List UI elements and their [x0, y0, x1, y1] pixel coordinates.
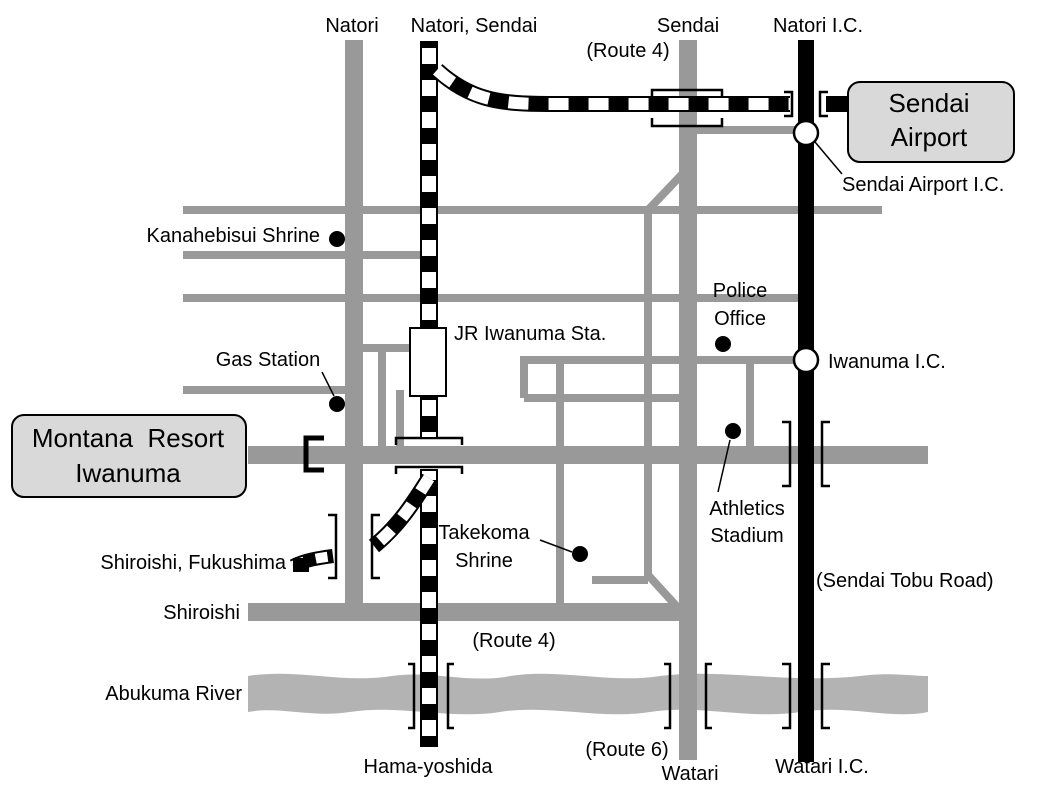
label-watari: Watari	[661, 763, 718, 785]
label-shiroishi-fukushima: Shiroishi, Fukushima	[100, 552, 287, 574]
jr-iwanuma-station-box	[409, 327, 447, 397]
label-police-2: Office	[714, 308, 766, 330]
takekoma-shrine-dot	[572, 546, 588, 562]
label-athletics-2: Stadium	[710, 525, 783, 547]
label-sendai-airport-ic: Sendai Airport I.C.	[842, 174, 1004, 196]
iwanuma-ic-marker	[792, 346, 820, 374]
police-office-dot	[715, 336, 731, 352]
label-natori-sendai: Natori, Sendai	[411, 15, 538, 37]
label-route6: (Route 6)	[585, 739, 668, 761]
label-natori: Natori	[325, 15, 378, 37]
sendai-airport-box: Sendai Airport	[847, 81, 1015, 163]
sendai-tobu-road	[798, 40, 814, 762]
montana-resort-label-1: Montana Resort	[32, 423, 225, 453]
sendai-airport-label-2: Airport	[891, 122, 968, 152]
montana-resort-box: Montana Resort Iwanuma	[11, 414, 247, 498]
montana-entry-bracket	[303, 435, 324, 473]
label-route4-top: (Route 4)	[586, 40, 669, 62]
label-athletics-1: Athletics	[709, 498, 785, 520]
montana-resort-label-2: Iwanuma	[75, 458, 181, 488]
local-roads	[183, 40, 928, 760]
athletics-stadium-dot	[725, 423, 741, 439]
label-takekoma-2: Shrine	[455, 550, 513, 572]
label-iwanuma-ic: Iwanuma I.C.	[828, 351, 946, 373]
label-gas-station: Gas Station	[216, 349, 321, 371]
bridge-brackets	[328, 88, 830, 730]
label-sendai: Sendai	[657, 15, 719, 37]
label-abukuma-river: Abukuma River	[105, 683, 242, 705]
sendai-airport-label-1: Sendai	[889, 88, 970, 118]
sendai-airport-ic-marker	[792, 119, 820, 147]
abukuma-river	[248, 673, 928, 715]
label-natori-ic: Natori I.C.	[773, 15, 863, 37]
label-hama-yoshida: Hama-yoshida	[364, 756, 494, 778]
gas-station-dot	[329, 396, 345, 412]
label-jr-iwanuma-sta: JR Iwanuma Sta.	[454, 323, 606, 345]
label-sendai-tobu-road: (Sendai Tobu Road)	[816, 570, 994, 592]
jr-railway	[289, 41, 848, 747]
label-kanahebisui-shrine: Kanahebisui Shrine	[147, 225, 320, 247]
label-watari-ic: Watari I.C.	[775, 756, 869, 778]
label-route4-bottom: (Route 4)	[472, 630, 555, 652]
label-police-1: Police	[713, 280, 767, 302]
label-takekoma-1: Takekoma	[438, 522, 530, 544]
kanahebisui-shrine-dot	[329, 231, 345, 247]
label-shiroishi: Shiroishi	[163, 602, 240, 624]
